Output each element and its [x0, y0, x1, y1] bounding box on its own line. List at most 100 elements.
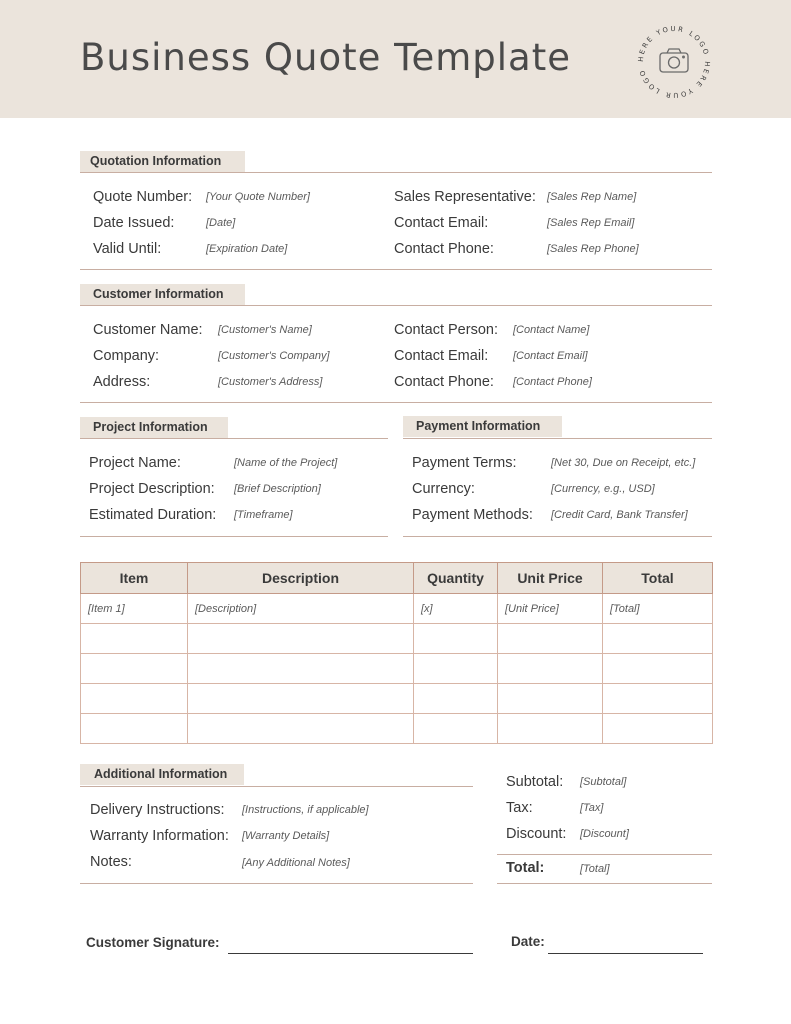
customer-phone-label: Contact Phone:: [394, 374, 494, 390]
contact-person-value: [Contact Name]: [513, 324, 590, 336]
table-cell[interactable]: [187, 683, 414, 714]
valid-until-label: Valid Until:: [93, 241, 162, 257]
sales-email-value: [Sales Rep Email]: [547, 217, 635, 229]
project-description-value: [Brief Description]: [234, 483, 321, 495]
col-header-unit-price: Unit Price: [497, 562, 603, 594]
payment-bottom-rule: [403, 536, 712, 537]
customer-name-value: [Customer's Name]: [218, 324, 312, 336]
quote-number-value: [Your Quote Number]: [206, 191, 310, 203]
customer-name-label: Customer Name:: [93, 322, 203, 338]
discount-label: Discount:: [506, 826, 567, 842]
totals-bottom-rule: [497, 883, 712, 884]
logo-text: HERE YOUR LOGO HERE YOUR LOGO: [637, 25, 709, 99]
table-cell[interactable]: [Unit Price]: [497, 593, 603, 624]
customer-email-label: Contact Email:: [394, 348, 489, 364]
valid-until-value: [Expiration Date]: [206, 243, 288, 255]
date-issued-value: [Date]: [206, 217, 236, 229]
total-label: Total:: [506, 860, 545, 876]
page-title: Business Quote Template: [80, 36, 571, 79]
payment-terms-label: Payment Terms:: [412, 455, 517, 471]
table-cell[interactable]: [602, 653, 713, 684]
items-table: Item Description Quantity Unit Price Tot…: [80, 562, 713, 744]
table-cell[interactable]: [413, 653, 498, 684]
table-cell[interactable]: [187, 713, 414, 744]
payment-methods-label: Payment Methods:: [412, 507, 533, 523]
customer-top-rule: [80, 305, 712, 306]
camera-icon: [659, 48, 689, 73]
subtotal-value: [Subtotal]: [580, 776, 627, 788]
table-cell[interactable]: [187, 623, 414, 654]
project-description-label: Project Description:: [89, 481, 215, 497]
col-header-quantity: Quantity: [413, 562, 498, 594]
table-cell[interactable]: [413, 623, 498, 654]
payment-methods-value: [Credit Card, Bank Transfer]: [551, 509, 688, 521]
table-cell[interactable]: [413, 713, 498, 744]
estimated-duration-label: Estimated Duration:: [89, 507, 217, 523]
delivery-instructions-value: [Instructions, if applicable]: [242, 804, 369, 816]
additional-top-rule: [80, 786, 473, 787]
total-value: [Total]: [580, 863, 610, 875]
table-row: [80, 713, 713, 744]
project-top-rule: [80, 438, 388, 439]
table-cell[interactable]: [602, 623, 713, 654]
project-name-label: Project Name:: [89, 455, 181, 471]
table-cell[interactable]: [x]: [413, 593, 498, 624]
warranty-information-label: Warranty Information:: [90, 828, 229, 844]
notes-label: Notes:: [90, 854, 132, 870]
tax-value: [Tax]: [580, 802, 604, 814]
svg-text:HERE YOUR LOGO HERE YOUR LOGO: HERE YOUR LOGO HERE YOUR LOGO: [637, 25, 711, 99]
customer-signature-line[interactable]: [228, 953, 473, 954]
table-row: [80, 683, 713, 714]
table-cell[interactable]: [Description]: [187, 593, 414, 624]
company-label: Company:: [93, 348, 160, 364]
table-cell[interactable]: [602, 713, 713, 744]
address-value: [Customer's Address]: [218, 376, 323, 388]
col-header-item: Item: [80, 562, 188, 594]
sales-rep-label: Sales Representative:: [394, 189, 536, 205]
table-cell[interactable]: [Item 1]: [80, 593, 188, 624]
quotation-top-rule: [80, 172, 712, 173]
contact-person-label: Contact Person:: [394, 322, 498, 338]
customer-email-value: [Contact Email]: [513, 350, 588, 362]
discount-value: [Discount]: [580, 828, 629, 840]
table-cell[interactable]: [80, 683, 188, 714]
additional-bottom-rule: [80, 883, 473, 884]
date-line[interactable]: [548, 953, 703, 954]
tax-label: Tax:: [506, 800, 533, 816]
table-cell[interactable]: [187, 653, 414, 684]
warranty-information-value: [Warranty Details]: [242, 830, 330, 842]
sales-email-label: Contact Email:: [394, 215, 489, 231]
customer-bottom-rule: [80, 402, 712, 403]
table-cell[interactable]: [80, 713, 188, 744]
currency-value: [Currency, e.g., USD]: [551, 483, 655, 495]
table-cell[interactable]: [497, 653, 603, 684]
table-cell[interactable]: [602, 683, 713, 714]
customer-heading: Customer Information: [80, 284, 245, 305]
header-band: Business Quote Template HERE YOUR LOGO H…: [0, 0, 791, 118]
project-heading: Project Information: [80, 417, 228, 438]
project-name-value: [Name of the Project]: [234, 457, 338, 469]
customer-signature-label: Customer Signature:: [86, 935, 220, 950]
quote-number-label: Quote Number:: [93, 189, 193, 205]
table-cell[interactable]: [Total]: [602, 593, 713, 624]
project-bottom-rule: [80, 536, 388, 537]
table-row: [80, 623, 713, 654]
logo-placeholder: HERE YOUR LOGO HERE YOUR LOGO: [637, 25, 711, 99]
company-value: [Customer's Company]: [218, 350, 330, 362]
table-cell[interactable]: [413, 683, 498, 714]
payment-top-rule: [403, 438, 712, 439]
address-label: Address:: [93, 374, 151, 390]
sales-phone-value: [Sales Rep Phone]: [547, 243, 639, 255]
table-cell[interactable]: [497, 683, 603, 714]
table-row: [Item 1] [Description] [x] [Unit Price] …: [80, 593, 713, 624]
date-issued-label: Date Issued:: [93, 215, 175, 231]
notes-value: [Any Additional Notes]: [242, 857, 350, 869]
table-cell[interactable]: [497, 623, 603, 654]
additional-heading: Additional Information: [80, 764, 244, 785]
estimated-duration-value: [Timeframe]: [234, 509, 293, 521]
table-cell[interactable]: [497, 713, 603, 744]
currency-label: Currency:: [412, 481, 475, 497]
table-cell[interactable]: [80, 653, 188, 684]
date-label: Date:: [511, 934, 545, 949]
table-cell[interactable]: [80, 623, 188, 654]
